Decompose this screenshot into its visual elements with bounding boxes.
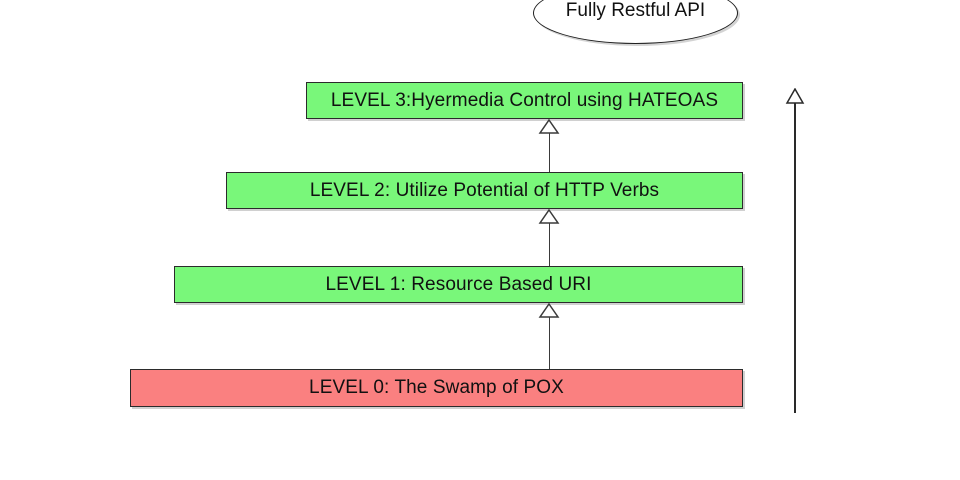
arrow-level2-to-level3 bbox=[538, 118, 560, 172]
arrow-progression bbox=[784, 87, 806, 413]
level-box-level-3[interactable]: LEVEL 3:Hyermedia Control using HATEOAS bbox=[306, 82, 743, 119]
arrow-progression-line bbox=[794, 102, 796, 413]
level-box-level-0[interactable]: LEVEL 0: The Swamp of POX bbox=[130, 369, 743, 407]
arrow-level0-to-level1-head-icon bbox=[538, 302, 560, 323]
arrow-level2-to-level3-line bbox=[548, 132, 550, 172]
ellipse-node-fully-restful-api[interactable]: Fully Restful API bbox=[533, 0, 738, 44]
arrow-level0-to-level1-line bbox=[548, 316, 550, 369]
level-box-level-2[interactable]: LEVEL 2: Utilize Potential of HTTP Verbs bbox=[226, 172, 743, 209]
arrow-level1-to-level2 bbox=[538, 208, 560, 266]
arrow-level1-to-level2-line bbox=[548, 222, 550, 266]
level-box-label-level-3: LEVEL 3:Hyermedia Control using HATEOAS bbox=[330, 89, 719, 111]
level-box-label-level-2: LEVEL 2: Utilize Potential of HTTP Verbs bbox=[309, 179, 660, 201]
arrow-level2-to-level3-head-icon bbox=[538, 118, 560, 139]
arrow-progression-head-icon bbox=[784, 87, 806, 109]
arrow-level1-to-level2-head-icon bbox=[538, 208, 560, 229]
level-box-level-1[interactable]: LEVEL 1: Resource Based URI bbox=[174, 266, 743, 303]
level-box-label-level-1: LEVEL 1: Resource Based URI bbox=[325, 273, 592, 295]
arrow-level0-to-level1 bbox=[538, 302, 560, 369]
ellipse-node-label: Fully Restful API bbox=[565, 0, 706, 21]
level-box-label-level-0: LEVEL 0: The Swamp of POX bbox=[309, 377, 564, 398]
